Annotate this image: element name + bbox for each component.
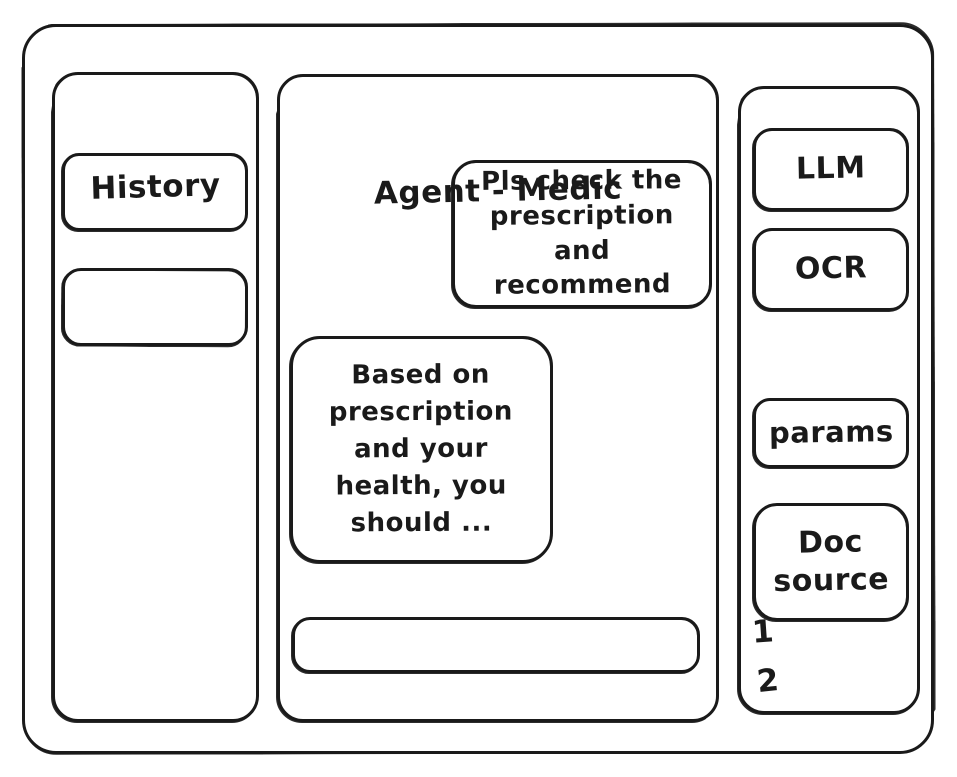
message-composer-input[interactable] bbox=[292, 617, 700, 673]
tool-button-label: Doc source bbox=[773, 523, 890, 600]
agent-chat-panel: Agent - Medic bbox=[277, 74, 719, 722]
tool-button-label: LLM bbox=[795, 150, 867, 187]
tool-button-ocr[interactable]: OCR bbox=[753, 228, 909, 311]
app-window-frame bbox=[22, 24, 934, 754]
assistant-message-bubble: Based on prescription and your health, y… bbox=[290, 336, 553, 563]
doc-source-entry-2[interactable]: 2 bbox=[755, 661, 781, 701]
assistant-message-text: Based on prescription and your health, y… bbox=[329, 359, 514, 539]
history-panel: History bbox=[52, 72, 259, 722]
tool-button-label: OCR bbox=[794, 250, 868, 287]
user-message-text: Pls check the prescription and recommend bbox=[480, 165, 683, 302]
tool-button-doc-source[interactable]: Doc source bbox=[753, 503, 909, 621]
tool-button-llm[interactable]: LLM bbox=[753, 128, 909, 211]
tools-panel bbox=[738, 86, 920, 714]
tool-button-label: params bbox=[768, 414, 894, 451]
user-message-bubble: Pls check the prescription and recommend bbox=[452, 160, 712, 308]
history-list-item[interactable] bbox=[62, 268, 248, 346]
history-list-item[interactable] bbox=[62, 153, 248, 231]
tool-button-params[interactable]: params bbox=[753, 398, 909, 468]
doc-source-entry-1[interactable]: 1 bbox=[750, 613, 775, 651]
